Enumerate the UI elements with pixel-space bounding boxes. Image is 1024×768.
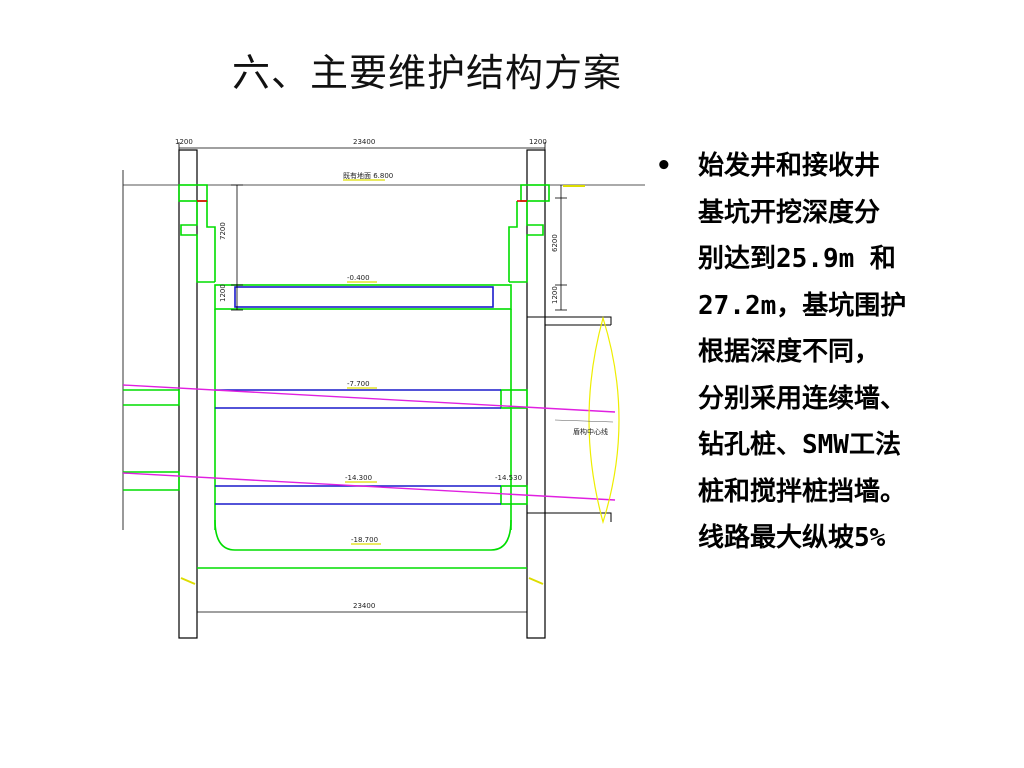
tunnel-ellipse — [588, 315, 620, 525]
shield-tunnel — [527, 316, 612, 522]
bullet-line: 分别采用连续墙、 — [698, 383, 907, 414]
tunnel-center-label: 盾构中心线 — [573, 427, 608, 436]
bullet-line: 27.2m，基坑围护 — [698, 290, 907, 321]
left-vertical-dim-label: 7200 — [219, 222, 227, 240]
bullet-dot: • — [656, 151, 672, 181]
level-4-label: -18.700 — [351, 536, 378, 544]
top-width-label: 23400 — [353, 138, 375, 146]
left-foot-mark — [180, 577, 196, 585]
right-wall-width-label: 1200 — [529, 138, 547, 146]
bullet-line: 基坑开挖深度分 — [698, 197, 881, 228]
bullet-text: 始发井和接收井 基坑开挖深度分 别达到25.9m 和 27.2m，基坑围护 根据… — [698, 143, 996, 562]
track-lines — [122, 384, 616, 501]
right-foot-mark — [528, 577, 544, 585]
left-small-dim-label: 1200 — [219, 284, 227, 302]
right-vertical-dim-2-label: 1200 — [551, 286, 559, 304]
bullet-line: 线路最大纵坡5% — [698, 523, 886, 553]
vertical-dimensions — [231, 184, 567, 311]
lining-structure — [123, 184, 550, 569]
bullet-line: 钻孔桩、SMW工法 — [698, 430, 901, 460]
floor-slabs — [215, 286, 501, 505]
level-3-right-label: -14.530 — [495, 474, 522, 482]
level-2-label: -7.700 — [347, 380, 370, 388]
slide-title: 六、主要维护结构方案 — [232, 51, 623, 95]
ground-level-label: 既有地面 6.800 — [343, 171, 393, 180]
left-wall-width-label: 1200 — [175, 138, 193, 146]
level-3-label: -14.300 — [345, 474, 372, 482]
bottom-dimension — [196, 606, 528, 618]
level-1-label: -0.400 — [347, 274, 370, 282]
diaphragm-walls — [178, 149, 546, 639]
bullet-line: 桩和搅拌桩挡墙。 — [698, 476, 907, 507]
bottom-width-label: 23400 — [353, 602, 375, 610]
shaft-section-diagram: 23400 1200 1200 既有地面 6.800 — [122, 138, 645, 639]
bullet-line: 根据深度不同， — [698, 337, 881, 367]
bullet-line: 别达到25.9m 和 — [698, 244, 896, 274]
top-dimension — [178, 142, 546, 154]
left-diaphragm-wall — [178, 149, 198, 639]
bullet-line: 始发井和接收井 — [698, 151, 881, 181]
right-vertical-dim-1-label: 6200 — [551, 234, 559, 252]
right-diaphragm-wall — [526, 149, 546, 639]
description-bullet: • 始发井和接收井 基坑开挖深度分 别达到25.9m 和 27.2m，基坑围护 … — [656, 143, 996, 562]
